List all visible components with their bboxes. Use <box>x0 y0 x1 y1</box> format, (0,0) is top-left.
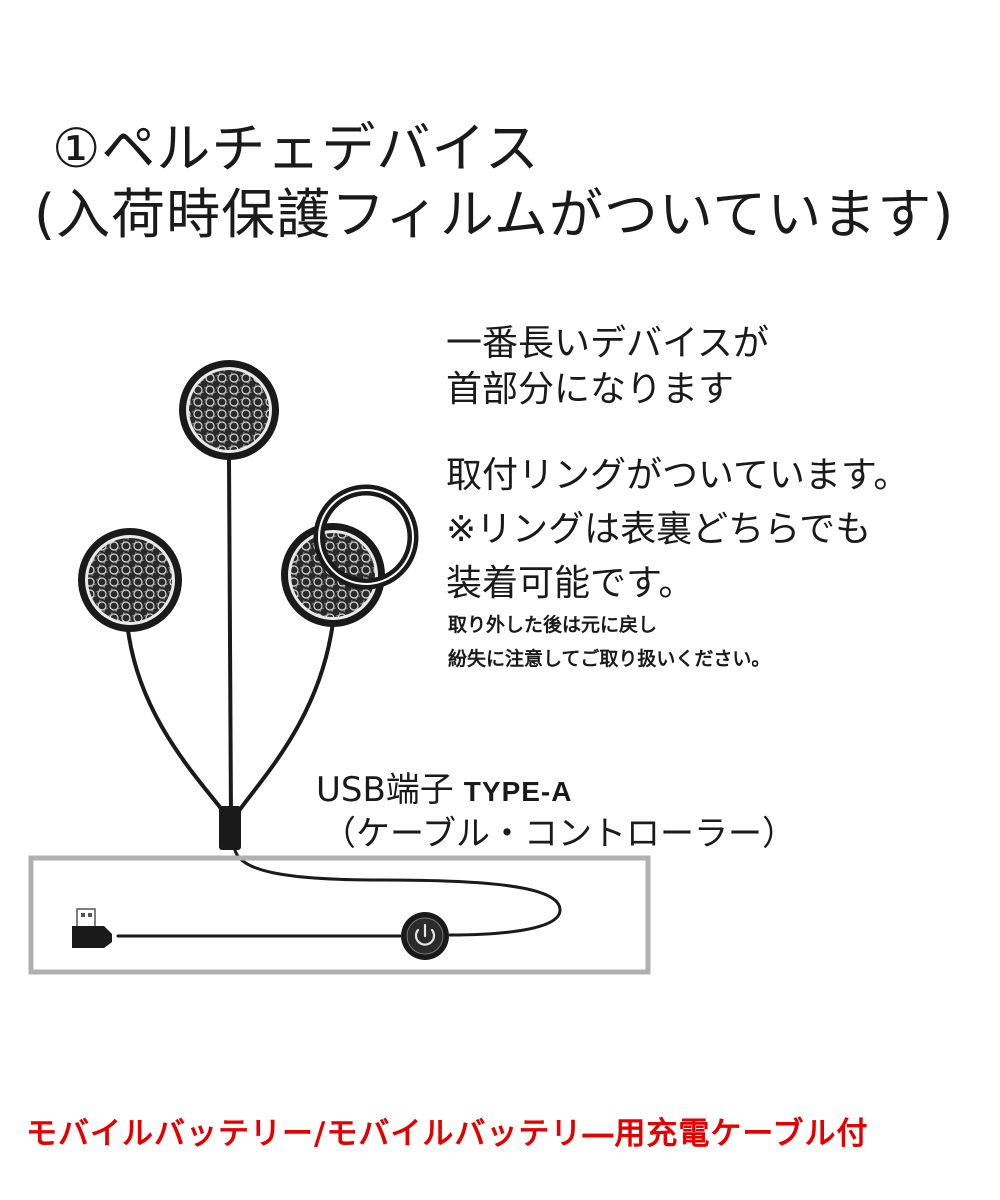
description-line-5: 装着可能です。 <box>446 563 695 604</box>
description-note-2: 紛失に注意してご取り扱いください。 <box>448 648 771 670</box>
description-line-2: 首部分になります <box>446 369 735 410</box>
cable-frame <box>28 855 651 975</box>
cable-note: （ケーブル・コントローラー） <box>322 814 796 854</box>
usb-plug-icon <box>72 908 112 948</box>
cable-junction <box>219 806 241 850</box>
heading-line-1: ①ペルチェデバイス <box>52 117 540 180</box>
usb-type-label: TYPE-A <box>463 776 573 807</box>
usb-label: USB端子 TYPE-A <box>316 762 572 811</box>
device-cables <box>116 458 562 938</box>
description-note-1: 取り外した後は元に戻し <box>448 614 658 636</box>
peltier-pad-left <box>78 528 182 632</box>
power-icon <box>401 912 449 960</box>
footer-note: モバイルバッテリー/モバイルバッテリ―用充電ケーブル付 <box>26 1116 869 1152</box>
description-line-4: ※リングは表裏どちらでも <box>446 509 872 550</box>
attachment-ring <box>313 484 419 590</box>
heading-line-2: (入荷時保護フィルムがついています) <box>34 183 955 246</box>
usb-terminal-label: USB端子 <box>316 770 454 810</box>
peltier-pad-top <box>179 360 279 460</box>
description-line-3: 取付リングがついています。 <box>446 455 910 496</box>
description-line-1: 一番長いデバイスが <box>446 323 769 364</box>
